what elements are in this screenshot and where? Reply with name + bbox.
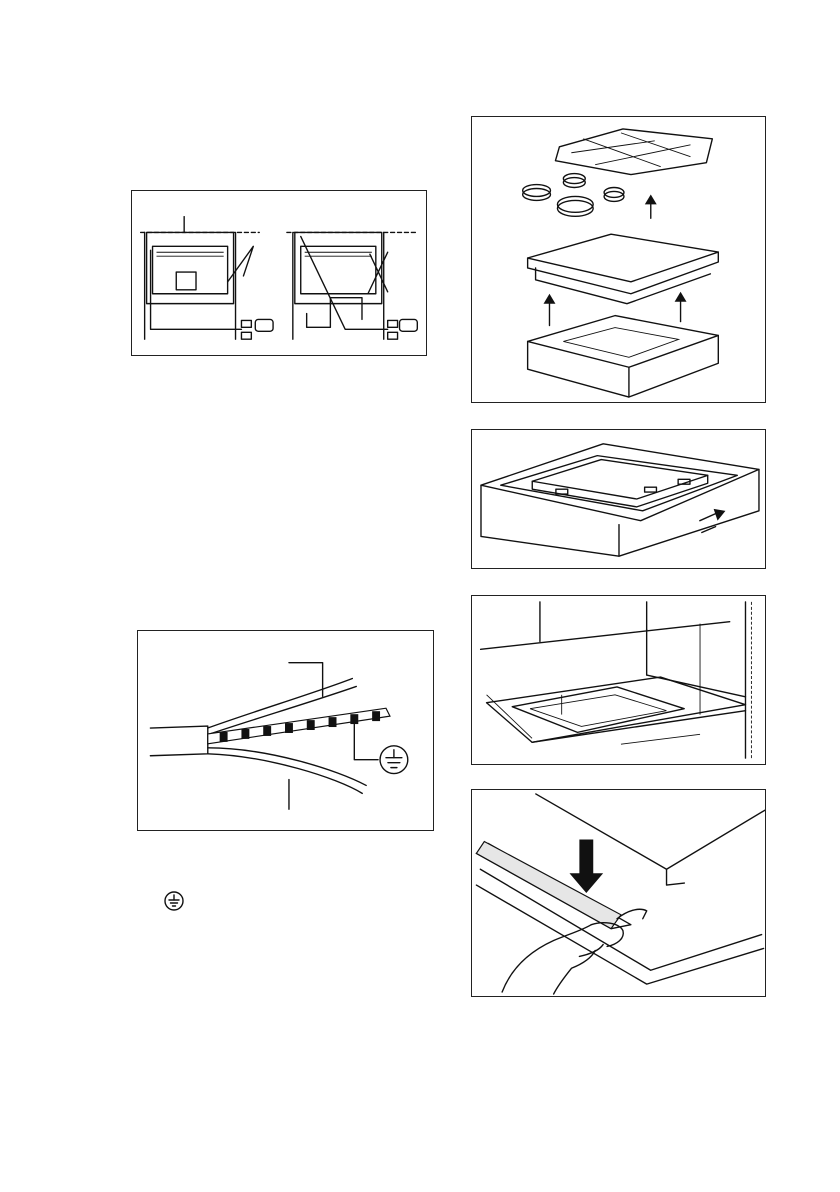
cable-routing-illustration (132, 191, 426, 355)
cutout-dimensions-illustration (472, 596, 765, 764)
remove-hob-parts-illustration (472, 117, 765, 402)
arrow-down-icon (569, 840, 603, 893)
check-mark-icon (228, 246, 254, 282)
figure-cutout-dimensions (471, 595, 766, 765)
earth-symbol-icon (163, 890, 185, 912)
earth-symbol-icon (380, 746, 408, 774)
cross-mark-icon (368, 252, 388, 293)
cable-wires-illustration (138, 631, 433, 830)
figure-remove-hob-parts (471, 116, 766, 403)
figure-apply-seal (471, 789, 766, 997)
apply-seal-illustration (472, 790, 765, 996)
figure-cable-wires (137, 630, 434, 831)
slide-in-box-illustration (472, 430, 765, 568)
figure-slide-in-box (471, 429, 766, 569)
figure-cable-routing (131, 190, 427, 356)
